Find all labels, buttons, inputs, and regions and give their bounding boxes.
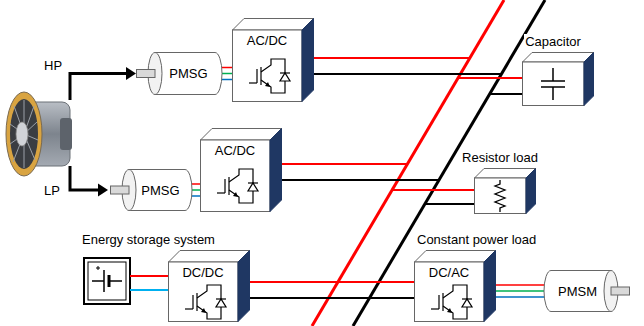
node-label: DC/DC — [182, 265, 223, 280]
bus-wire — [458, 77, 522, 79]
igbt-symbol — [217, 169, 258, 203]
node-label: PMSG — [169, 66, 207, 81]
converter-outline — [200, 128, 282, 212]
battery-wire — [130, 275, 168, 277]
shaft-label: HP — [44, 58, 62, 73]
lp-arrowhead — [98, 184, 108, 197]
converter-outline — [474, 168, 536, 214]
pmsg-generator: PMSG — [136, 52, 222, 95]
bus-wire — [313, 57, 470, 59]
node-heading: Capacitor — [524, 34, 582, 49]
capacitor-box: Capacitor — [522, 52, 594, 106]
igbt-symbol — [249, 59, 290, 93]
node-label: AC/DC — [247, 33, 287, 48]
jet-engine — [6, 92, 72, 176]
shaft-label: LP — [44, 183, 60, 198]
node-heading: Resistor load — [461, 150, 539, 165]
three-phase-wires — [192, 184, 200, 196]
bus-wire — [281, 179, 439, 181]
igbt-symbol — [431, 285, 472, 319]
converter-box: DC/DC — [168, 250, 250, 322]
capacitor-symbol — [541, 68, 565, 100]
converter-box: Constant power loadDC/AC — [414, 250, 496, 322]
bus-wire — [392, 189, 474, 191]
node-label: DC/AC — [429, 265, 469, 280]
converter-box: AC/DC — [200, 128, 282, 212]
converter-outline — [414, 250, 496, 322]
bus-wire — [490, 93, 522, 95]
igbt-symbol — [185, 285, 226, 319]
resistor-box: Resistor load — [474, 168, 536, 214]
node-label: PMSG — [141, 183, 179, 198]
dc-wires — [250, 282, 414, 298]
converter-outline — [232, 18, 314, 102]
resistor-symbol — [495, 180, 505, 212]
pmsg-generator: PMSG — [110, 169, 192, 211]
node-label: AC/DC — [215, 143, 255, 158]
node-heading: Constant power load — [416, 232, 537, 247]
hp-arrowhead — [126, 67, 136, 80]
converter-outline — [522, 52, 594, 106]
bus-wire — [313, 73, 501, 75]
battery-wire — [130, 289, 168, 291]
bus-wire — [425, 203, 474, 205]
bus-wire — [281, 163, 407, 165]
hp-arrow — [70, 74, 128, 101]
three-phase-wires — [496, 285, 544, 297]
lp-arrow — [70, 166, 100, 190]
group-label: Energy storage system — [82, 232, 215, 247]
converter-box: AC/DC — [232, 18, 314, 102]
battery-symbol — [84, 258, 130, 304]
node-label: PMSM — [558, 284, 597, 299]
converter-outline — [168, 250, 250, 322]
three-phase-wires — [222, 68, 232, 80]
pmsm-motor: PMSM — [544, 270, 630, 312]
